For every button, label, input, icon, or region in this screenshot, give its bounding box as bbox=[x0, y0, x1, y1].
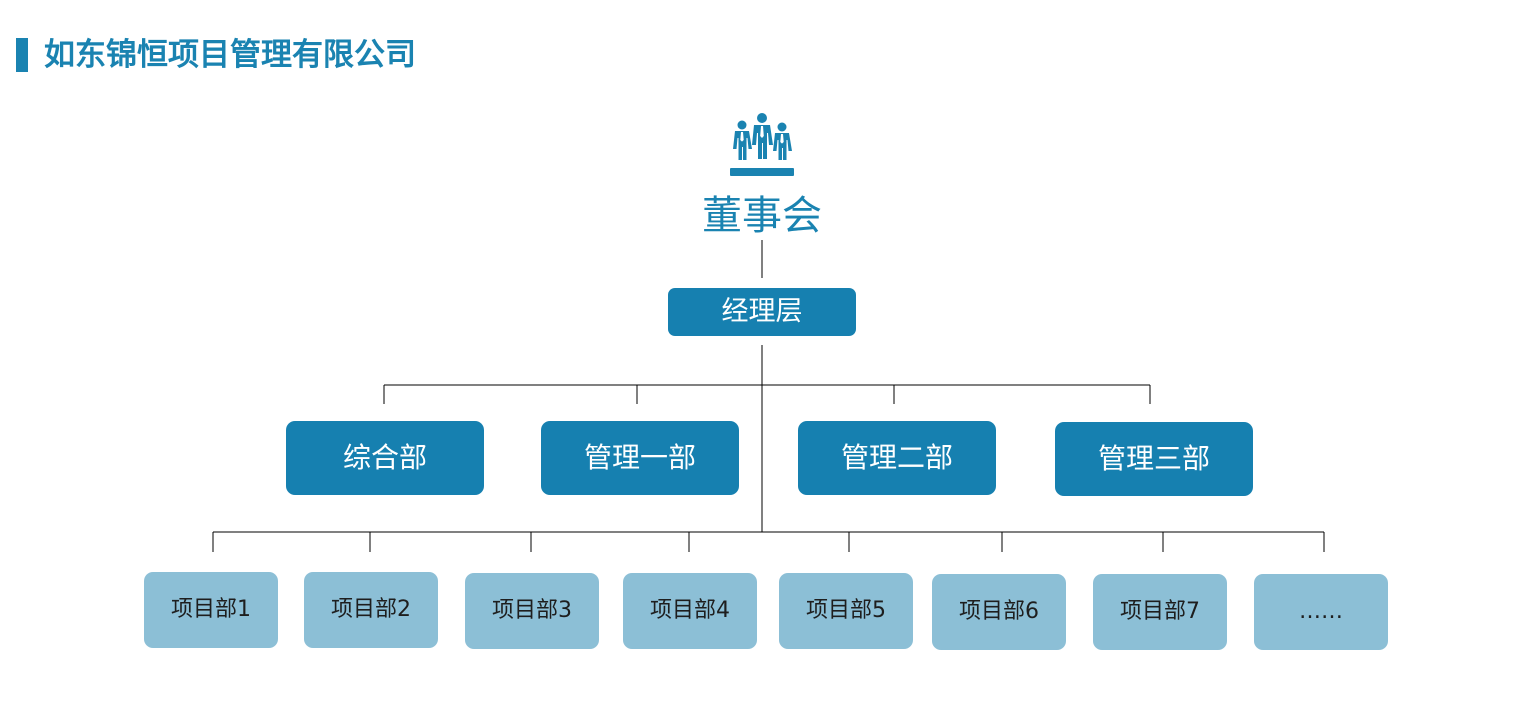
project-box: 项目部5 bbox=[779, 573, 913, 649]
title-accent-bar bbox=[16, 38, 28, 72]
department-label: 管理一部 bbox=[583, 441, 696, 474]
project-box: 项目部2 bbox=[304, 572, 438, 648]
project-box: 项目部7 bbox=[1093, 574, 1227, 650]
project-label: 项目部4 bbox=[650, 598, 730, 623]
board-label: 董事会 bbox=[702, 193, 822, 239]
department-label: 管理二部 bbox=[840, 441, 953, 474]
project-label: 项目部1 bbox=[171, 597, 251, 622]
project-label: 项目部5 bbox=[806, 598, 886, 623]
project-label: 项目部3 bbox=[492, 598, 572, 623]
management-box: 经理层 bbox=[668, 288, 856, 336]
project-label: 项目部2 bbox=[331, 597, 411, 622]
project-label: 项目部7 bbox=[1120, 599, 1200, 624]
people-group-icon bbox=[730, 113, 794, 176]
page-title: 如东锦恒项目管理有限公司 bbox=[44, 37, 416, 73]
project-box: …… bbox=[1254, 574, 1388, 650]
project-box: 项目部6 bbox=[932, 574, 1066, 650]
management-label: 经理层 bbox=[721, 296, 803, 327]
department-label: 综合部 bbox=[342, 441, 427, 474]
department-box: 综合部 bbox=[286, 421, 484, 495]
department-box: 管理二部 bbox=[798, 421, 996, 495]
department-box: 管理一部 bbox=[541, 421, 739, 495]
project-label: …… bbox=[1299, 599, 1343, 624]
project-box: 项目部1 bbox=[144, 572, 278, 648]
department-label: 管理三部 bbox=[1097, 442, 1210, 475]
project-label: 项目部6 bbox=[959, 599, 1039, 624]
department-box: 管理三部 bbox=[1055, 422, 1253, 496]
project-box: 项目部4 bbox=[623, 573, 757, 649]
project-box: 项目部3 bbox=[465, 573, 599, 649]
